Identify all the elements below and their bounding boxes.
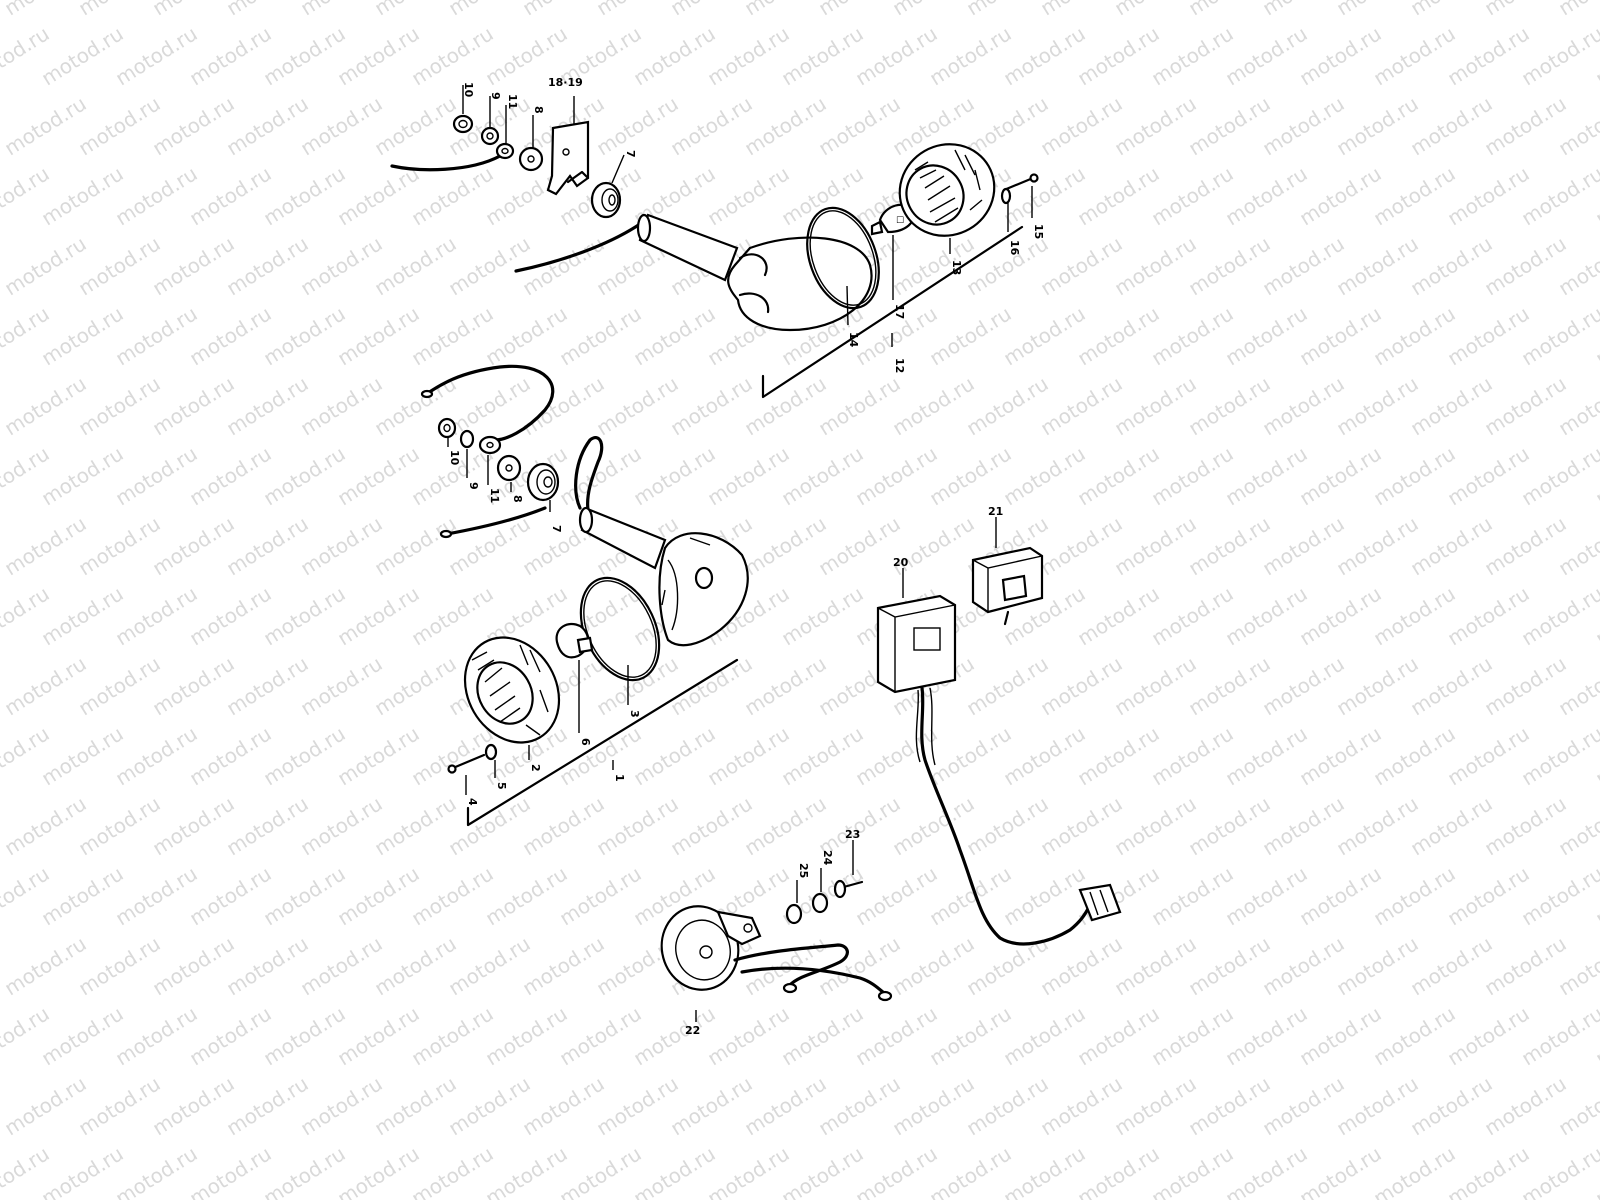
callout-18-19: 18·19 [548,76,583,89]
callout-25: 25 [797,863,810,878]
callout-12: 12 [893,358,906,373]
callout-9-upper: 9 [489,92,502,100]
signal-wire-lower [445,506,547,536]
callout-2: 2 [529,764,542,772]
terminal-part-11-lower [478,435,502,455]
callout-8-upper: 8 [532,106,545,114]
nut-part-10 [452,114,474,134]
callout-numbers: 10 9 11 8 18·19 7 14 17 13 16 15 12 10 9… [448,76,1045,1037]
svg-text:☐: ☐ [896,216,904,226]
signal-housing-part-12 [727,236,873,332]
signal-housing-stem [636,213,739,282]
callout-5: 5 [495,782,508,790]
signal-housing-lower [658,532,749,647]
callout-7-lower: 7 [550,525,563,533]
relay-unit-part-21 [971,546,1044,626]
signal-housing-stem-lower [578,506,667,570]
horn-part-22 [660,905,893,1002]
flasher-relay-unit-part-20 [876,594,1122,946]
lock-washer-part-9 [480,126,500,146]
callout-leaders-upper [462,85,1033,347]
callout-6: 6 [579,738,592,746]
gasket-part-14 [806,206,880,310]
callout-10-upper: 10 [462,82,475,98]
callout-24: 24 [821,850,834,866]
callout-9-lower: 9 [467,482,480,490]
assembly-bracket-12 [761,225,1024,399]
callout-1: 1 [613,774,626,782]
callout-3: 3 [628,710,641,718]
lock-washer-part-9-lower [459,429,475,449]
callout-8-lower: 8 [511,495,524,503]
callout-22: 22 [685,1024,700,1037]
assembly-bracket-1 [466,658,739,827]
callout-4: 4 [466,798,479,806]
callout-20: 20 [893,556,909,569]
bracket-part-18-19 [546,120,590,196]
lens-part-2 [463,636,561,744]
grommet-part-7 [590,181,622,219]
washer-part-8 [518,146,544,172]
screw-part-4 [447,753,486,774]
ground-wire-part-11 [390,142,515,172]
lower-turn-signal-assembly [420,364,749,827]
callout-11-upper: 11 [506,94,519,109]
screw-part-23 [833,879,864,899]
signal-wire [514,220,645,273]
callout-17: 17 [893,304,906,319]
nut-part-10-lower [437,417,457,439]
callout-10-lower: 10 [448,450,461,466]
ground-wire-loop [426,364,555,442]
washer-part-16 [1000,187,1012,205]
lens-part-13 [898,143,996,237]
callout-23: 23 [845,828,860,841]
signal-wire-loop [574,436,604,512]
bulb-part-6 [555,622,594,659]
callout-11-lower: 11 [488,488,501,503]
screw-part-15 [1002,173,1039,192]
callout-15: 15 [1032,224,1045,239]
washer-part-24 [811,892,829,914]
callout-13: 13 [950,260,963,275]
callout-14: 14 [847,332,860,348]
grommet-part-7-lower [526,462,560,502]
callout-leaders-horn [695,517,997,1022]
washer-part-25 [785,903,803,925]
washer-part-8-lower [496,454,522,482]
upper-turn-signal-assembly: ☐ [390,85,1039,399]
callout-7-upper: 7 [624,150,637,158]
callout-21: 21 [988,505,1003,518]
washer-part-5 [484,743,498,761]
callout-16: 16 [1008,240,1021,256]
callout-leaders-lower [447,438,629,795]
